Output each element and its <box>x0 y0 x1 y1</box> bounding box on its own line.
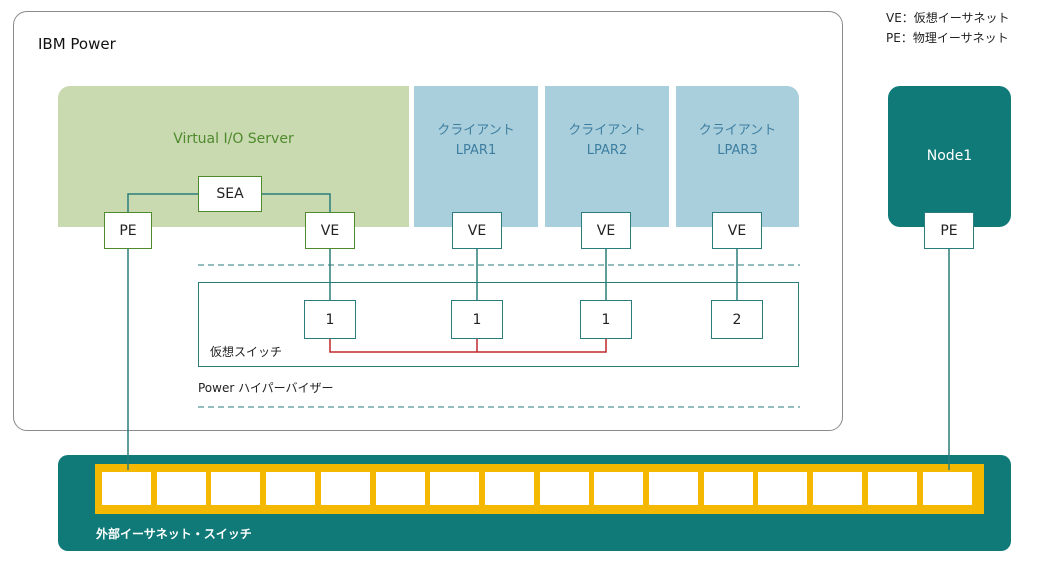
switch-port <box>813 472 863 505</box>
node1-label: Node1 <box>926 148 973 164</box>
lpar1-box <box>414 86 538 227</box>
vlan1-red-line <box>329 339 607 353</box>
lpar3-box <box>676 86 799 227</box>
legend: VE：仮想イーサネット PE：物理イーサネット <box>886 8 1036 48</box>
switch-port <box>102 472 151 505</box>
switch-port <box>867 472 917 505</box>
lpar3-label: クライアント LPAR3 <box>698 123 777 158</box>
external-switch-label: 外部イーサネット・スイッチ <box>96 527 252 541</box>
lpar3-ve-port: VE <box>712 212 762 249</box>
switch-port <box>430 472 480 505</box>
switch-port <box>922 472 972 505</box>
lpar2-ve-port: VE <box>581 212 631 249</box>
lpar2-label: クライアント LPAR2 <box>568 123 646 158</box>
switch-port <box>703 472 753 505</box>
legend-ve: VE：仮想イーサネット <box>886 11 1010 25</box>
switch-port <box>594 472 644 505</box>
pe-to-sea-line <box>127 193 198 212</box>
switch-port <box>484 472 534 505</box>
vswitch-port-1a: 1 <box>304 300 356 339</box>
switch-port <box>758 472 808 505</box>
switch-port <box>156 472 206 505</box>
switch-port <box>320 472 370 505</box>
switch-port <box>539 472 589 505</box>
lpar1-ve-port: VE <box>452 212 502 249</box>
hypervisor-label: Power ハイパーバイザー <box>198 381 334 395</box>
lpar1-label: クライアント LPAR1 <box>437 123 515 158</box>
switch-port <box>266 472 316 505</box>
vswitch-port-1c: 1 <box>580 300 632 339</box>
sea-box: SEA <box>198 176 262 212</box>
vswitch-port-2: 2 <box>711 300 763 339</box>
lpar2-box <box>545 86 669 227</box>
vswitch-port-1b: 1 <box>451 300 503 339</box>
ibm-power-title: IBM Power <box>38 35 116 53</box>
vios-pe-port: PE <box>104 212 152 249</box>
virtual-switch-label: 仮想スイッチ <box>210 345 283 359</box>
legend-pe: PE：物理イーサネット <box>886 31 1009 45</box>
vios-ve-port: VE <box>305 212 355 249</box>
switch-port <box>649 472 698 505</box>
switch-port <box>211 472 261 505</box>
sea-to-ve-line <box>262 193 331 212</box>
switch-port <box>375 472 425 505</box>
node1-pe-port: PE <box>924 212 974 249</box>
node1-box <box>888 86 1011 227</box>
vios-label: Virtual I/O Server <box>173 131 294 147</box>
